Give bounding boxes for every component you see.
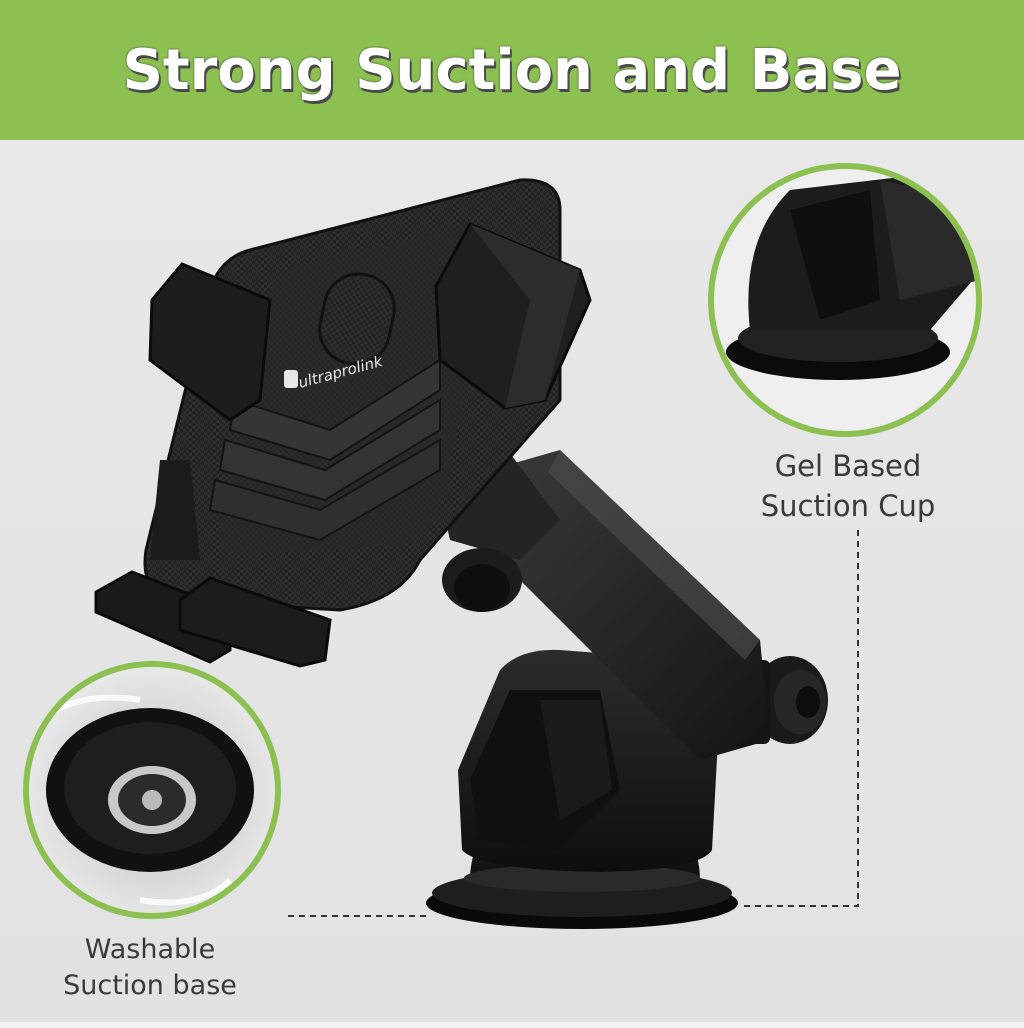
phone-cradle: ultraprolink [143, 178, 562, 612]
gel-suction-cup-label: Gel Based Suction Cup [738, 446, 958, 526]
washable-label-line1: Washable [84, 934, 216, 965]
washable-base-detail [23, 661, 281, 919]
grip-arms [94, 222, 592, 668]
gel-suction-cup-detail [708, 163, 982, 437]
title-banner: Strong Suction and Base [0, 0, 1024, 140]
washable-base-label: Washable Suction base [40, 932, 260, 1004]
banner-title: Strong Suction and Base [122, 37, 902, 103]
gel-label-line2: Suction Cup [760, 489, 936, 523]
gel-label-line1: Gel Based [774, 449, 922, 483]
gel-callout-line [740, 530, 859, 907]
bottom-edge [0, 1022, 1024, 1028]
washable-label-line2: Suction base [63, 970, 237, 1001]
callout-lines [288, 530, 859, 917]
